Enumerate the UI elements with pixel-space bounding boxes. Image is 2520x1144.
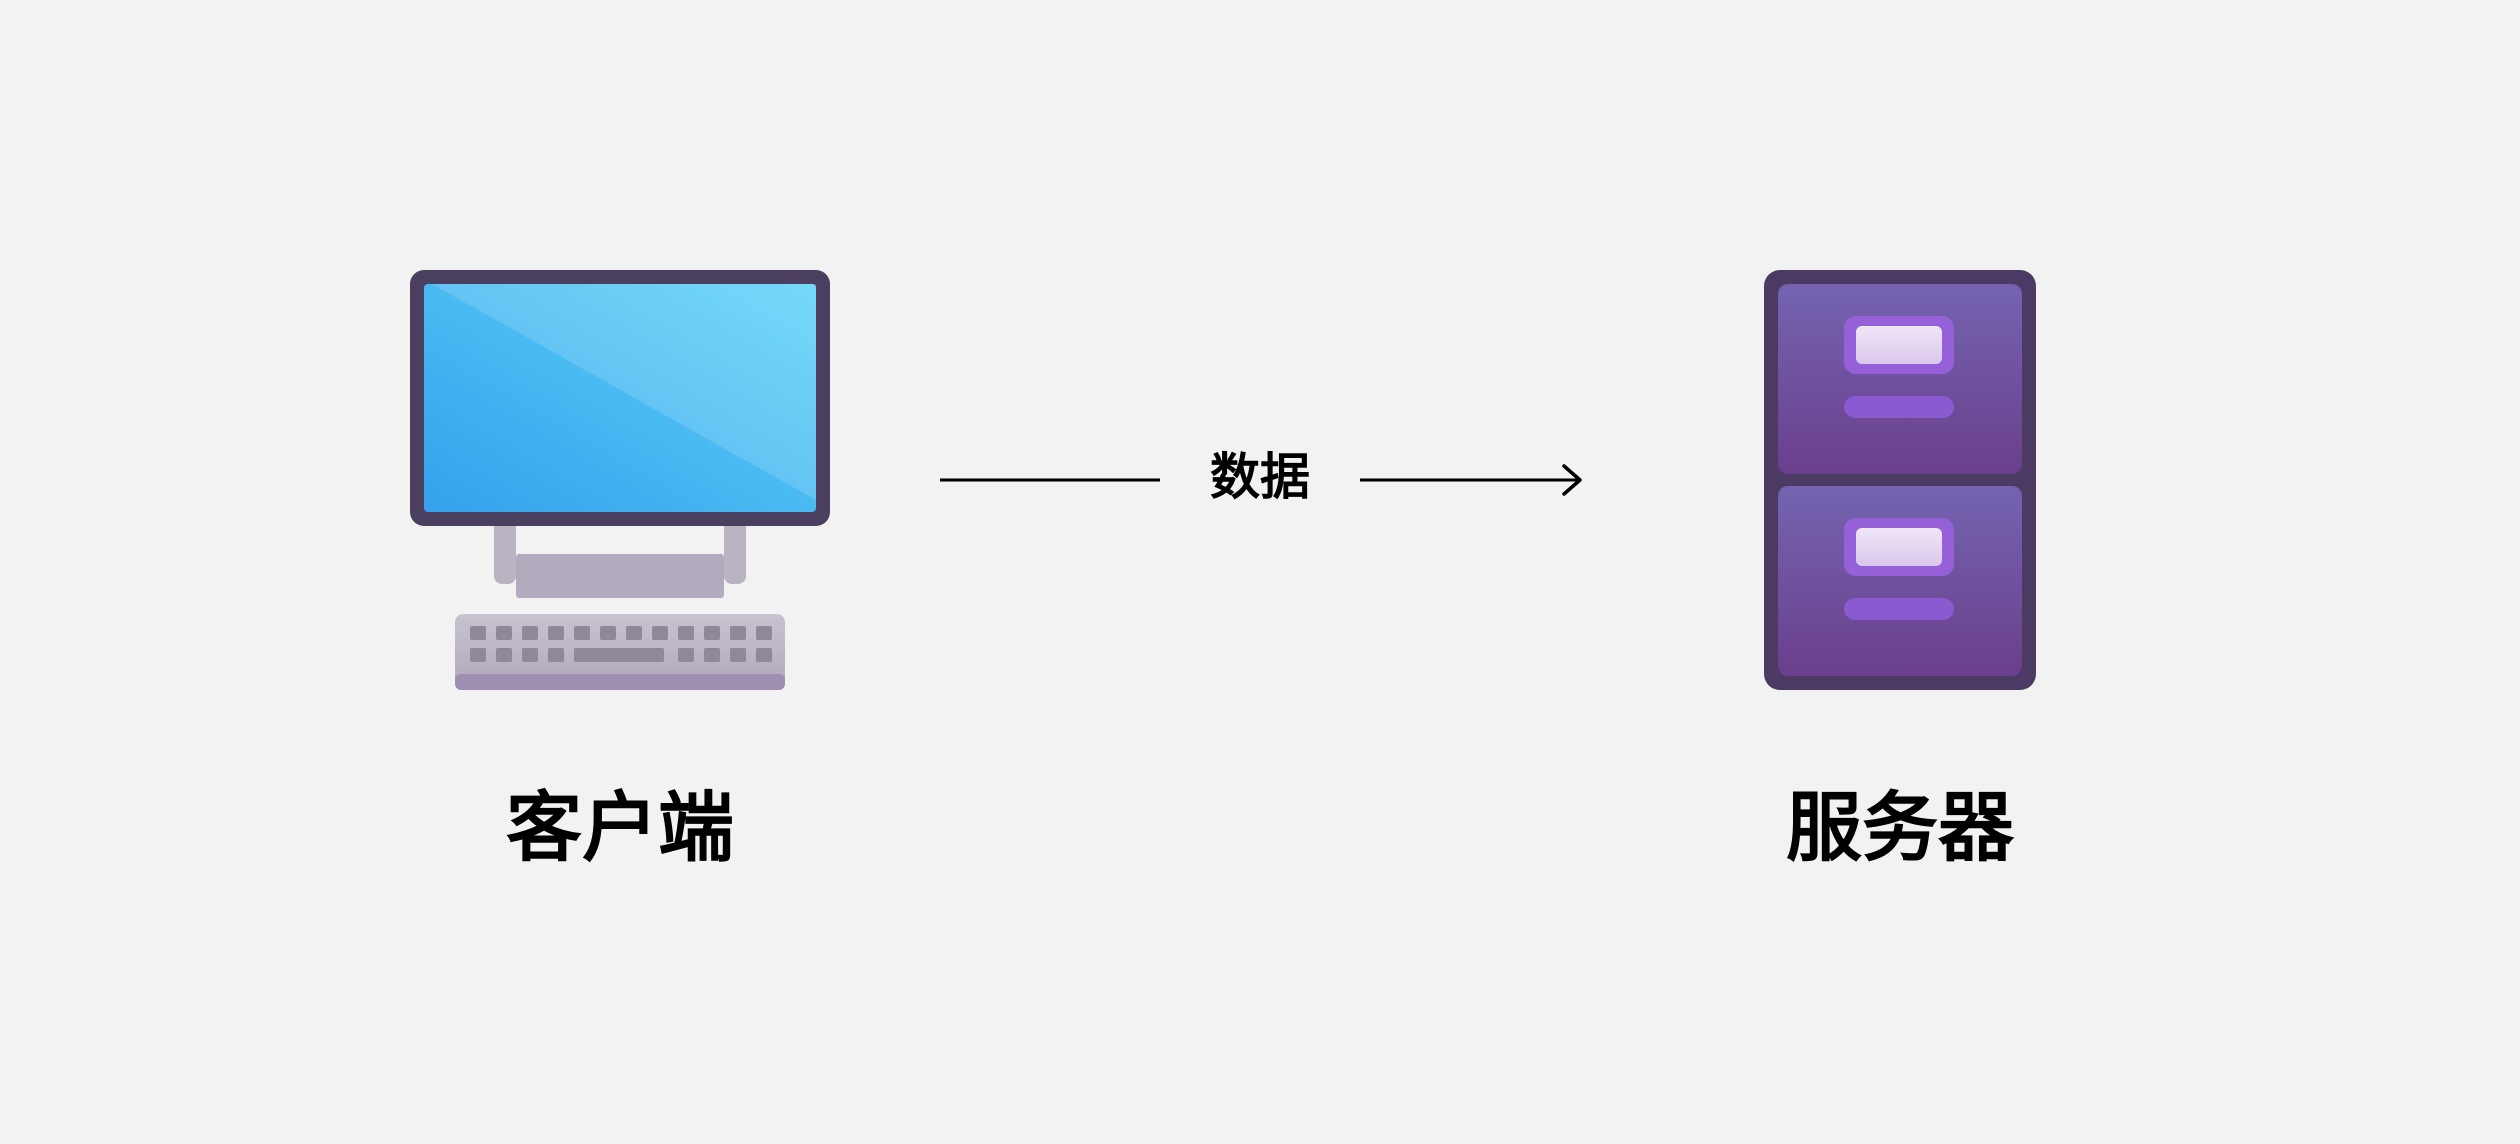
client-label: 客户端 (506, 783, 734, 872)
edge-label: 数据 (1210, 448, 1310, 506)
arrowhead (1562, 464, 1582, 496)
server-label: 服务器 (1786, 783, 2014, 872)
desktop-computer-icon (410, 270, 830, 690)
filing-cabinet-icon (1764, 270, 2036, 690)
